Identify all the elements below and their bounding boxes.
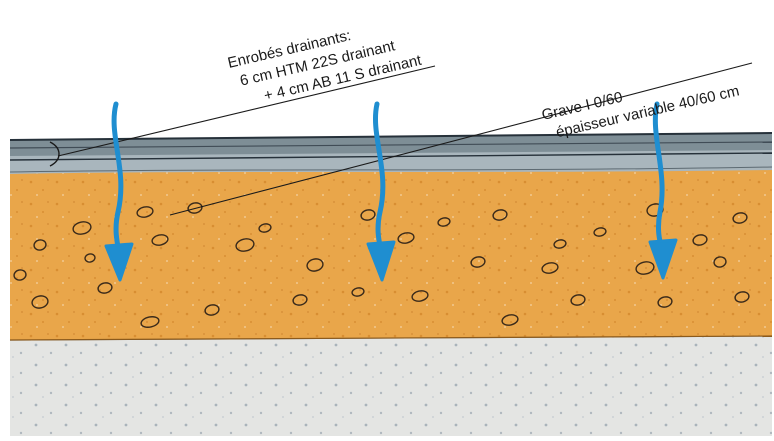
subgrade-layer xyxy=(10,336,772,436)
grave-label: Grave I 0/60 épaisseur variable 40/60 cm xyxy=(540,63,741,144)
enrobes-label: Enrobés drainants: 6 cm HTM 22S drainant… xyxy=(226,13,424,111)
